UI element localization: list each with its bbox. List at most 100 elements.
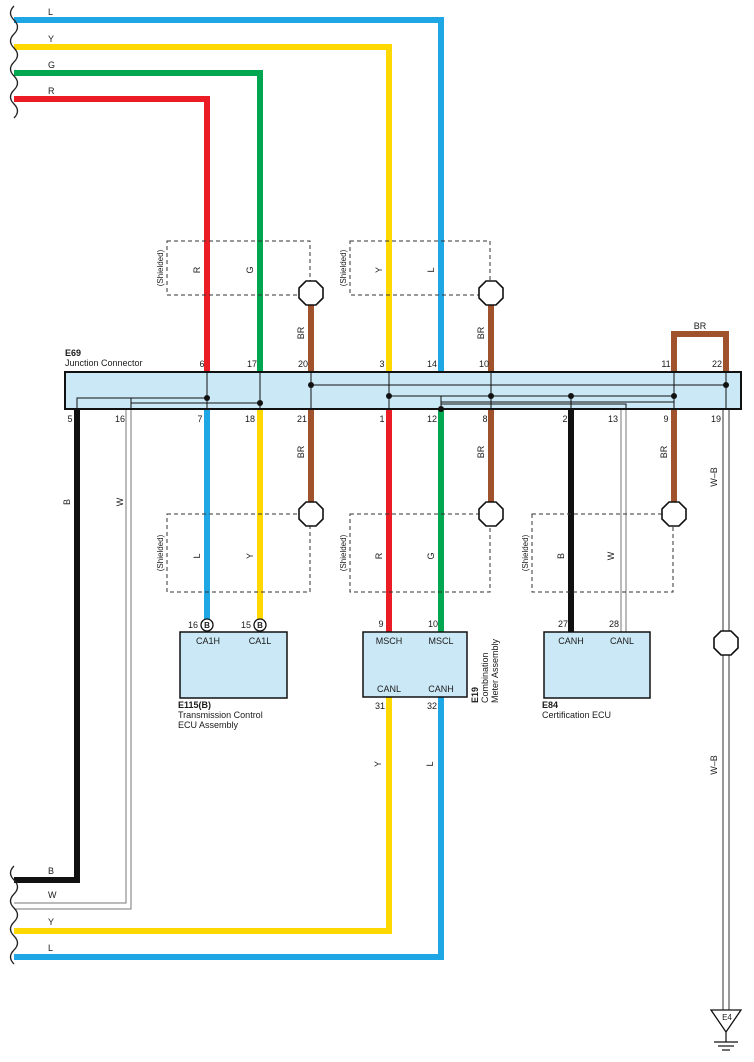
pin-number: 21 <box>297 414 307 424</box>
wire-label: Y <box>48 917 54 927</box>
wire-label: BR <box>476 326 486 339</box>
tcm-name: ECU Assembly <box>178 720 239 730</box>
pin-number: 27 <box>558 619 568 629</box>
shield-terminal-4 <box>478 501 504 527</box>
wire-label: W–B <box>709 467 719 487</box>
wire-label: G <box>245 266 255 273</box>
shield-box-1 <box>166 240 311 296</box>
shield-box-2 <box>349 240 491 296</box>
wire-label: R <box>374 552 384 559</box>
wire-w-16-b <box>14 409 132 910</box>
terminal-label: CANH <box>558 636 584 646</box>
cert-id: E84 <box>542 700 558 710</box>
wire-label: BR <box>694 321 707 331</box>
pin-number: 16 <box>115 414 125 424</box>
rotated-wire-labels: R G Y L BR BR BR BR BR BR L Y R G B W B … <box>62 266 719 775</box>
junction-internal <box>76 372 727 409</box>
terminal-label: CANL <box>377 684 401 694</box>
pin-number: 31 <box>375 701 385 711</box>
wire-l-bottom <box>14 697 444 960</box>
wire-label: L <box>425 761 435 766</box>
shield-terminal-5 <box>661 501 687 527</box>
shield-box-5 <box>531 513 674 593</box>
pin-number: 13 <box>608 414 618 424</box>
shield-box-4 <box>349 513 491 593</box>
break-marks <box>9 5 19 965</box>
ground-id: E4 <box>722 1013 732 1022</box>
pin-number: 12 <box>427 414 437 424</box>
ground-symbol: E4 <box>709 1009 743 1051</box>
wire-label: BR <box>296 445 306 458</box>
shielded-label: (Shielded) <box>521 534 530 571</box>
wire-label: L <box>192 553 202 558</box>
junction-connector-box <box>64 371 742 410</box>
terminal-label: MSCL <box>428 636 453 646</box>
pin-number: 15 <box>241 620 251 630</box>
junction-nodes <box>204 382 729 412</box>
wire-label: W <box>48 890 57 900</box>
pin-number: 8 <box>482 414 487 424</box>
wire-label: Y <box>374 267 384 273</box>
wire-w-16 <box>14 409 127 904</box>
wire-g-top <box>14 70 263 372</box>
shield-box-3 <box>166 513 311 593</box>
pin-number: 3 <box>379 359 384 369</box>
pin-number: 10 <box>428 619 438 629</box>
terminal-label: CA1H <box>196 636 220 646</box>
pin-number: 28 <box>609 619 619 629</box>
wire-label: L <box>48 943 53 953</box>
wire-b-bottom <box>14 409 80 883</box>
splice-terminal <box>713 630 739 656</box>
pin-number: 9 <box>663 414 668 424</box>
pin-marker: B <box>257 621 263 630</box>
meter-name: Combination <box>480 652 490 703</box>
meter-box <box>362 631 468 698</box>
wire-wb <box>722 409 730 1010</box>
junction-name: Junction Connector <box>65 358 143 368</box>
junction-id: E69 <box>65 348 81 358</box>
wire-l-top <box>14 17 444 372</box>
wire-label: L <box>426 267 436 272</box>
wire-r-top <box>14 96 210 372</box>
wire-label: BR <box>476 445 486 458</box>
pin-number: 10 <box>479 359 489 369</box>
wire-label: W <box>115 497 125 506</box>
tcm-pin-markers: B B <box>200 618 267 632</box>
wire-label: BR <box>659 445 669 458</box>
shielded-label: (Shielded) <box>339 249 348 286</box>
shield-terminal-3 <box>298 501 324 527</box>
shielded-label: (Shielded) <box>339 534 348 571</box>
pin-number: 1 <box>379 414 384 424</box>
tcm-name: Transmission Control <box>178 710 263 720</box>
shielded-labels: (Shielded) (Shielded) (Shielded) (Shield… <box>156 249 530 571</box>
pin-number: 7 <box>197 414 202 424</box>
pin-number: 22 <box>712 359 722 369</box>
pin-number: 9 <box>378 619 383 629</box>
wire-label: BR <box>296 326 306 339</box>
wire-label: R <box>48 86 55 96</box>
pin-number: 32 <box>427 701 437 711</box>
harness-labels-top: L Y G R <box>48 7 55 96</box>
tcm-id: E115(B) <box>178 700 211 710</box>
meter-id: E19 <box>470 687 480 703</box>
shield-terminal-2 <box>478 280 504 306</box>
harness-labels-bottom: B W Y L <box>48 866 57 953</box>
wire-label: B <box>556 553 566 559</box>
wire-label: W <box>606 551 616 560</box>
pin-number: 16 <box>188 620 198 630</box>
wire-label: B <box>62 499 72 505</box>
cert-box <box>543 631 651 699</box>
wire-label: L <box>48 7 53 17</box>
pin-marker: B <box>204 621 210 630</box>
pin-number: 14 <box>427 359 437 369</box>
pin-number: 17 <box>247 359 257 369</box>
pin-number: 19 <box>711 414 721 424</box>
wire-label: Y <box>48 34 54 44</box>
junction-bottom-pins: 5 16 7 18 21 1 12 8 2 13 9 19 <box>67 414 721 424</box>
pin-number: 2 <box>562 414 567 424</box>
wires <box>14 17 729 960</box>
tcm-box <box>179 631 288 699</box>
terminal-label: MSCH <box>376 636 403 646</box>
terminal-label: CANH <box>428 684 454 694</box>
